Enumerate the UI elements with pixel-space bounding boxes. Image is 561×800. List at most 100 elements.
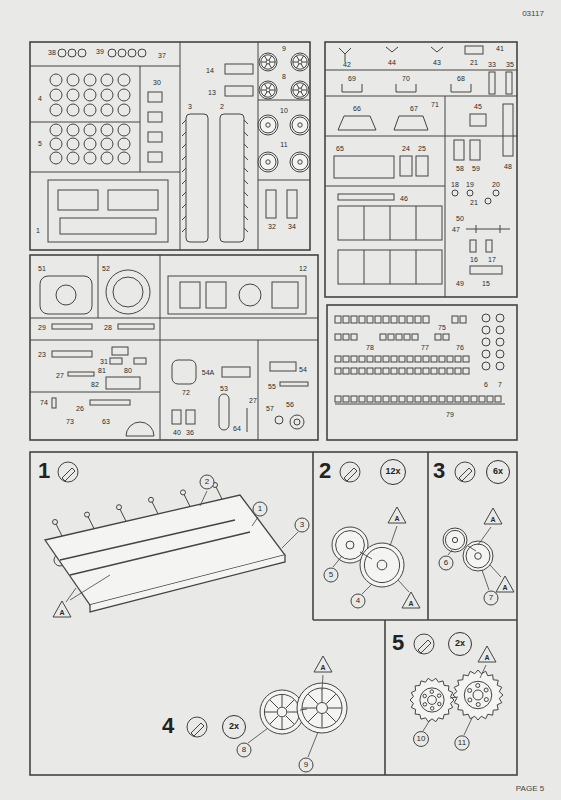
wheel-drawing (291, 81, 309, 99)
sprue-repeats (407, 316, 413, 323)
part-number: 21 (470, 199, 478, 206)
sprue-repeats (404, 334, 410, 340)
part-shape (112, 347, 128, 355)
sprue-repeats (359, 368, 365, 374)
sprue-repeats (244, 228, 248, 232)
sprue-repeats (50, 138, 62, 150)
part-number: 81 (98, 367, 106, 374)
part-shape (394, 116, 428, 130)
wheel-drawing (261, 90, 266, 91)
wheel-drawing (264, 56, 266, 60)
part-number: 54 (299, 366, 307, 373)
part-number: 49 (456, 280, 464, 287)
sprue-frame (30, 42, 517, 440)
sprue-repeats (182, 156, 186, 160)
wheel-drawing (259, 53, 277, 71)
part-number: 71 (431, 101, 439, 108)
callout-number: 4 (356, 597, 360, 605)
part-number: 34 (288, 223, 296, 230)
sprue-repeats (343, 316, 349, 323)
part-number: 54A (202, 369, 214, 376)
sprue-repeats (460, 316, 466, 323)
part-shape (431, 47, 443, 52)
wheel-drawing (308, 694, 318, 704)
part-number: 80 (124, 367, 132, 374)
part-shape (206, 282, 226, 308)
wheel-drawing (292, 117, 308, 133)
part-number: 66 (353, 105, 361, 112)
sprue-divider (30, 66, 180, 67)
leader-line (252, 517, 258, 526)
sprue-repeats (50, 74, 62, 86)
part-number: 37 (158, 52, 166, 59)
assembly-arrow (450, 697, 458, 698)
part-number: 57 (266, 405, 274, 412)
part-shape (470, 240, 476, 252)
sprue-divider (30, 42, 517, 440)
sprue-repeats (375, 396, 381, 402)
sprue-repeats (182, 228, 186, 232)
leader-line (390, 526, 397, 546)
part-number: 44 (388, 59, 396, 66)
part-shape (342, 84, 362, 92)
part-shape (48, 180, 168, 242)
wheel-drawing (261, 62, 266, 63)
sprue-repeats (118, 124, 130, 136)
part-number: 78 (366, 344, 374, 351)
part-shape (364, 206, 365, 240)
wheel-drawing (282, 695, 283, 707)
callout-number: 9 (304, 761, 308, 769)
sprue-divider (258, 42, 259, 250)
part-shape (186, 114, 208, 242)
wheel-drawing (293, 55, 307, 69)
part-shape (470, 140, 480, 160)
step-panel: 36x (428, 452, 517, 620)
glue-icon (455, 462, 475, 482)
wheel-drawing (298, 160, 302, 164)
step-number: 1 (38, 460, 50, 482)
sprue-repeats (117, 505, 122, 510)
callout-circle (324, 568, 338, 582)
wheel-drawing (308, 712, 318, 722)
sprue-repeats (375, 356, 381, 362)
wheel-drawing (261, 83, 275, 97)
part-number: 77 (421, 344, 429, 351)
part-number: 75 (438, 324, 446, 331)
step-panel: 1 (30, 452, 313, 637)
sprue-repeats (88, 517, 94, 529)
part-shape (454, 140, 464, 160)
glue-icon (58, 462, 475, 737)
callout-circle (200, 475, 214, 489)
part-number: 41 (496, 45, 504, 52)
part-number: 55 (268, 383, 276, 390)
step-panel-border (30, 452, 517, 775)
assembly-mark: A (490, 516, 495, 523)
wheel-drawing (377, 560, 387, 570)
sprue-repeats (152, 502, 158, 514)
wheel-drawing (463, 541, 493, 571)
sprue-divider (325, 70, 517, 71)
part-shape (239, 284, 261, 306)
part-shape (470, 266, 502, 274)
sprue-repeats (388, 334, 394, 340)
sprue-divider (30, 392, 160, 393)
step-number: 4 (162, 715, 174, 737)
assembly-mark: A (408, 600, 413, 607)
part-number: 48 (504, 163, 512, 170)
leader-line (282, 532, 298, 548)
assembly-arrow (468, 546, 476, 551)
part-number: 38 (48, 49, 56, 56)
hull-lower (45, 495, 285, 612)
sprue-repeats (407, 356, 413, 362)
sprue-repeats (487, 396, 493, 402)
sprue-repeats (182, 120, 186, 124)
sprue-repeats (435, 334, 441, 340)
sprue-repeats (343, 396, 349, 402)
wheel-drawing (264, 694, 299, 729)
glue-icon (418, 640, 431, 653)
sprue-repeats (383, 368, 389, 374)
wheel-drawing (264, 84, 266, 88)
part-number: 23 (38, 351, 46, 358)
part-shape (338, 194, 394, 200)
wheel-drawing (261, 55, 275, 69)
